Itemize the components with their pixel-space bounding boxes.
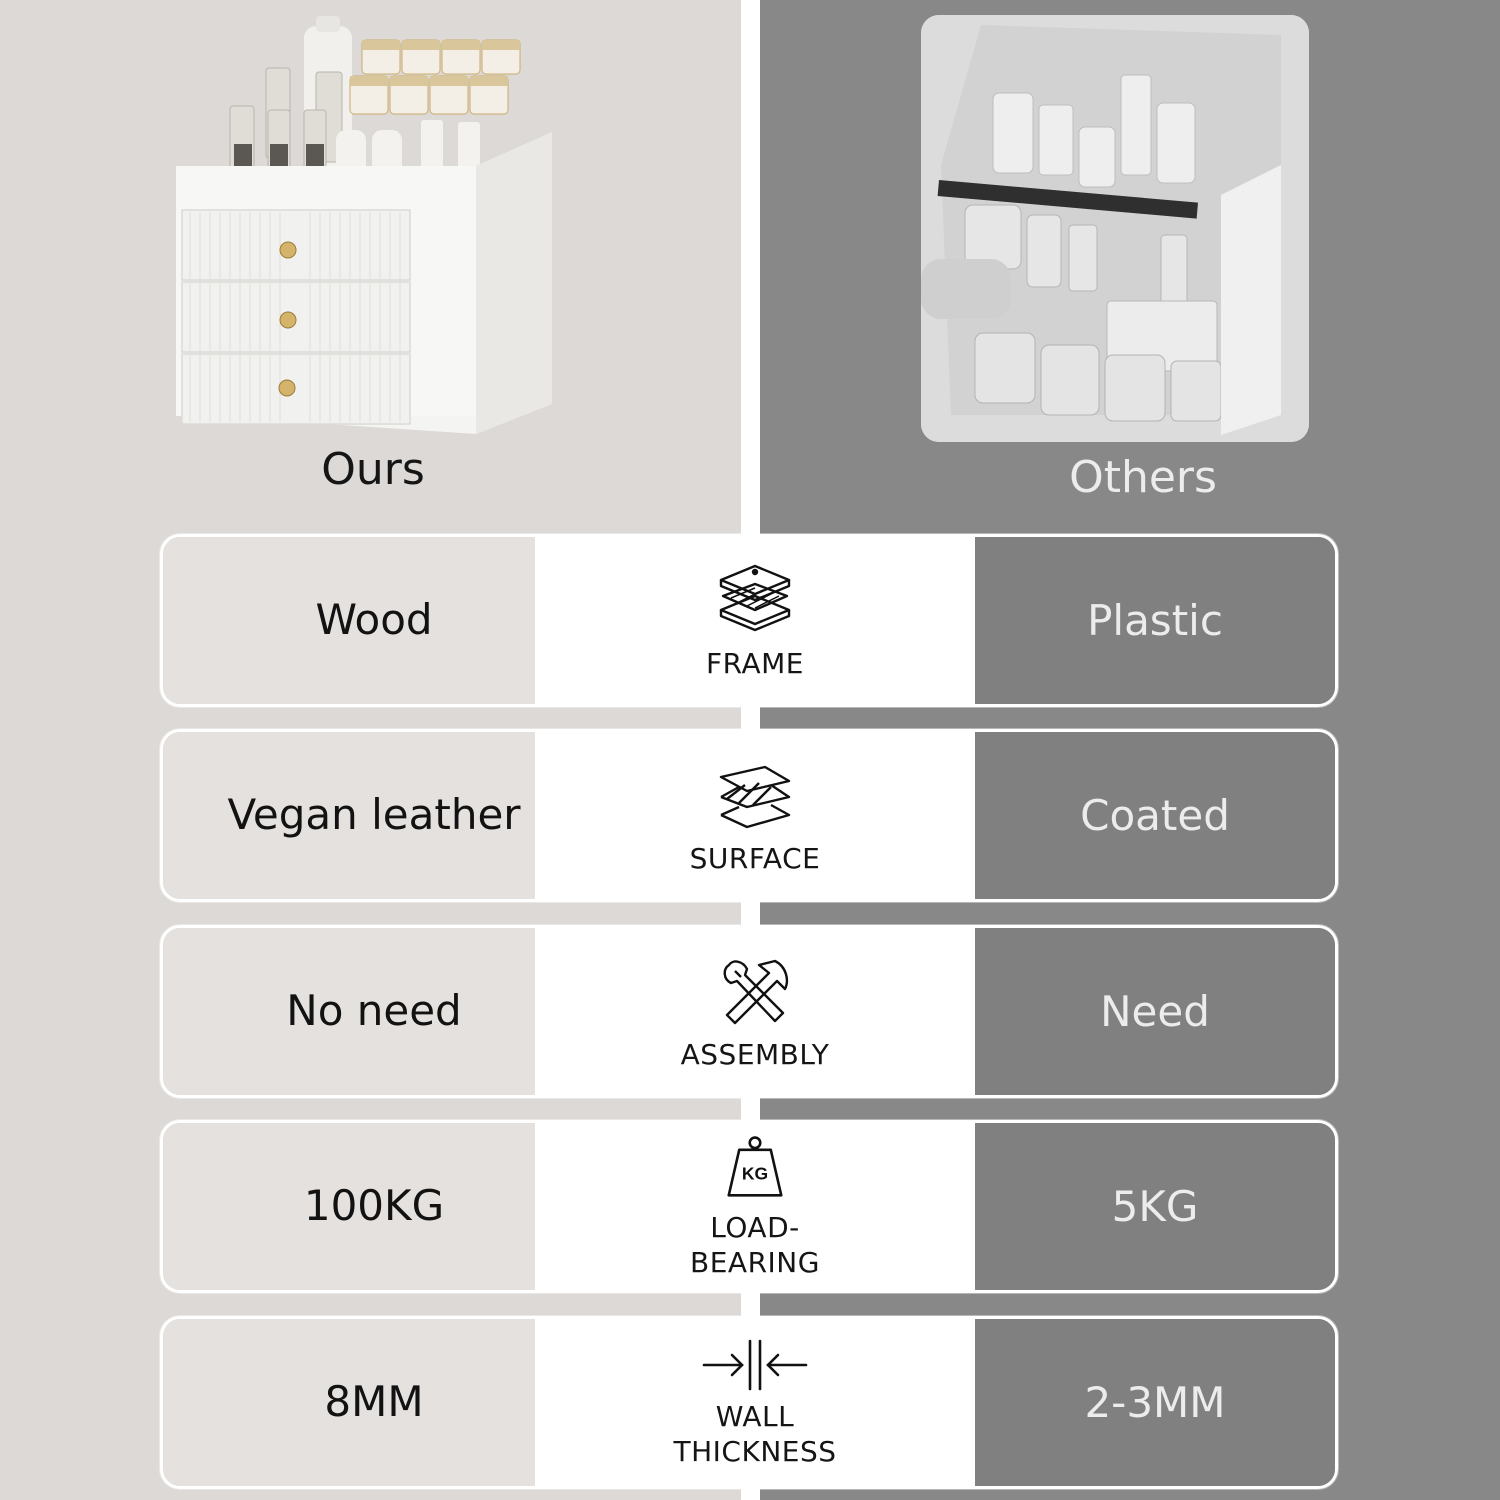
others-value: Coated — [975, 732, 1335, 899]
arrows-wall-thickness-icon — [700, 1337, 810, 1393]
feature-label: ASSEMBLY — [680, 1038, 830, 1071]
others-value: 2-3MM — [975, 1319, 1335, 1486]
comparison-row-assembly: No need ASSEMBLY Need — [160, 925, 1338, 1098]
comparison-row-wall-thickness: 8MM WALL THICKNESS 2-3MM — [160, 1316, 1338, 1489]
others-value: Plastic — [975, 537, 1335, 704]
feature-cell: KG LOAD-BEARING — [535, 1123, 975, 1290]
ours-product-image — [176, 14, 552, 434]
feature-cell: WALL THICKNESS — [535, 1319, 975, 1486]
ours-value: 100KG — [163, 1123, 535, 1290]
others-caption: Others — [1069, 452, 1217, 503]
layers-frame-icon — [715, 560, 795, 640]
ours-value: No need — [163, 928, 535, 1095]
feature-label: WALL THICKNESS — [673, 1399, 837, 1468]
ours-value: Wood — [163, 537, 535, 704]
wrench-hammer-icon — [715, 951, 795, 1031]
svg-text:KG: KG — [742, 1163, 768, 1183]
comparison-row-surface: Vegan leather SURFACE Coated — [160, 729, 1338, 902]
others-value: Need — [975, 928, 1335, 1095]
others-product-image — [921, 15, 1309, 442]
others-value: 5KG — [975, 1123, 1335, 1290]
feature-cell: FRAME — [535, 537, 975, 704]
ours-value: Vegan leather — [163, 732, 535, 899]
comparison-row-load-bearing: 100KG KG LOAD-BEARING 5KG — [160, 1120, 1338, 1293]
feature-label: FRAME — [706, 647, 804, 680]
ours-value: 8MM — [163, 1319, 535, 1486]
surface-layers-icon — [715, 755, 795, 835]
feature-cell: SURFACE — [535, 732, 975, 899]
feature-label: SURFACE — [689, 842, 821, 875]
ours-caption: Ours — [321, 444, 425, 495]
feature-cell: ASSEMBLY — [535, 928, 975, 1095]
feature-label: LOAD-BEARING — [690, 1210, 820, 1279]
kg-weight-icon: KG — [720, 1134, 790, 1204]
comparison-row-frame: Wood FRAME Plastic — [160, 534, 1338, 707]
